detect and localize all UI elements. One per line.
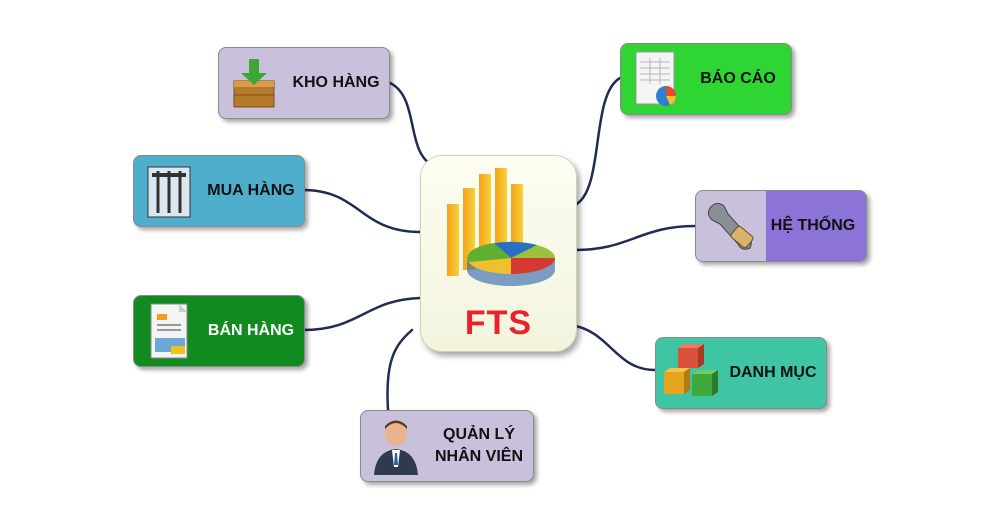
node-label: QUẢN LÝ NHÂN VIÊN <box>434 426 523 465</box>
node-bao-cao[interactable]: BÁO CÁO <box>620 43 792 115</box>
node-he-thong[interactable]: HỆ THỐNG <box>695 190 867 262</box>
center-title: FTS <box>464 304 533 342</box>
connector-bao-cao <box>573 76 622 207</box>
node-ban-hang[interactable]: BÁN HÀNG <box>133 295 305 367</box>
connector-ban-hang <box>301 296 422 332</box>
wrench-icon <box>696 191 766 261</box>
node-label: BÁN HÀNG <box>207 322 295 339</box>
node-danh-muc[interactable]: DANH MỤC <box>655 337 827 409</box>
connector-quan-ly <box>386 328 414 412</box>
node-label: KHO HÀNG <box>292 74 380 91</box>
connector-mua-hang <box>301 188 422 234</box>
node-kho-hang[interactable]: KHO HÀNG <box>218 47 390 119</box>
employee-icon <box>361 411 431 481</box>
node-label: MUA HÀNG <box>207 182 295 199</box>
node-label: BÁO CÁO <box>700 70 776 87</box>
report-sheet-icon <box>621 44 691 114</box>
connector-danh-muc <box>568 323 657 372</box>
node-label: HỆ THỐNG <box>770 217 856 234</box>
node-quan-ly-nhan-vien[interactable]: QUẢN LÝ NHÂN VIÊN <box>360 410 534 482</box>
connector-kho-hang <box>386 80 434 167</box>
connector-he-thong <box>573 224 697 252</box>
invoice-icon <box>134 296 204 366</box>
warehouse-box-icon <box>219 48 289 118</box>
bar-pie-chart-icon <box>447 168 555 286</box>
node-label: DANH MỤC <box>729 364 817 381</box>
boxes-icon <box>656 338 726 408</box>
node-mua-hang[interactable]: MUA HÀNG <box>133 155 305 227</box>
shopping-cart-icon <box>134 156 204 226</box>
center-node[interactable]: FTS <box>420 155 577 352</box>
